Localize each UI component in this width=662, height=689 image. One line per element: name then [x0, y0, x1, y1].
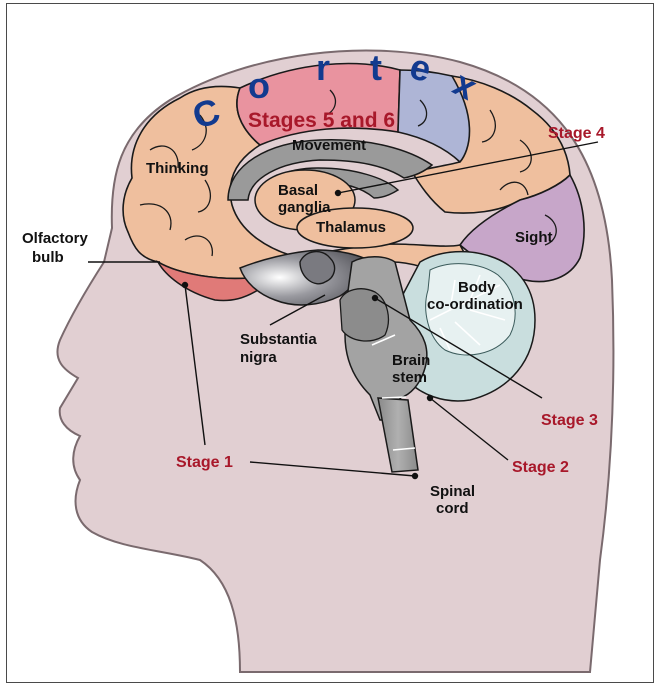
substantia-label-line1: Substantia [240, 331, 317, 348]
spinal-label-line1: Spinal [430, 483, 475, 500]
olfactory-label-line1: Olfactory [22, 230, 89, 247]
thinking-label: Thinking [146, 160, 209, 177]
cortex-letter-o: o [248, 65, 270, 106]
body-label-line2: co-ordination [427, 296, 523, 313]
stem-mark-2 [382, 397, 406, 398]
thalamus-label: Thalamus [316, 219, 386, 236]
cortex-letter-r: r [316, 47, 330, 88]
substantia-label-line2: nigra [240, 349, 277, 366]
body-label-line1: Body [458, 279, 496, 296]
brain-label-line1: Brain [392, 352, 430, 369]
pons [340, 289, 388, 341]
stage-2-label: Stage 2 [512, 459, 569, 476]
basal-label-line2: ganglia [278, 199, 331, 216]
stages-5-6-label: Stages 5 and 6 [248, 109, 395, 132]
movement-label: Movement [292, 137, 366, 154]
brain-label-line2: stem [392, 369, 427, 386]
spinal-label-line2: cord [436, 500, 469, 517]
stage-3-label: Stage 3 [541, 412, 598, 429]
stage-1-label: Stage 1 [176, 454, 233, 471]
cortex-letter-t: t [370, 47, 382, 88]
sight-label: Sight [515, 229, 553, 246]
olfactory-label-line2: bulb [32, 249, 64, 266]
stage-4-label: Stage 4 [548, 125, 605, 142]
basal-label-line1: Basal [278, 182, 318, 199]
